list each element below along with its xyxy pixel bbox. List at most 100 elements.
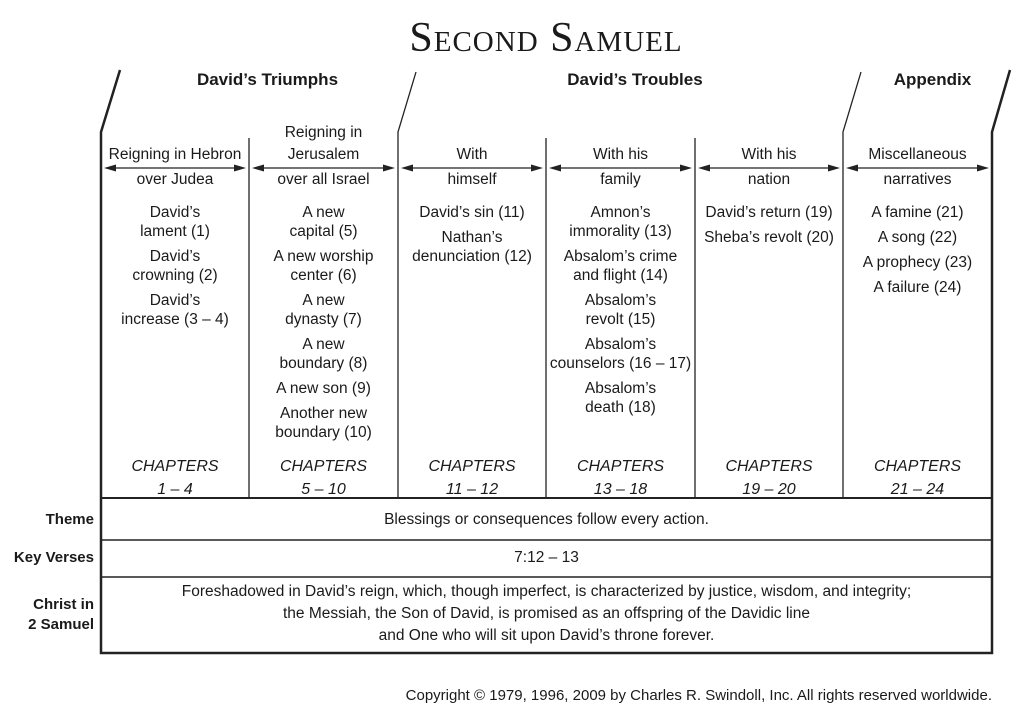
arrowhead-icon [401, 164, 413, 172]
arrowhead-icon [549, 164, 561, 172]
column-subheader: family [546, 169, 695, 191]
list-item-line: David’s [149, 292, 201, 309]
header-line: nation [747, 171, 791, 188]
header-line: Reigning in [284, 124, 363, 141]
christ-text-line: Foreshadowed in David’s reign, which, th… [181, 583, 912, 600]
list-item: A song (22) [843, 228, 992, 247]
chapters-label: CHAPTERS [873, 458, 962, 475]
list-item-line: Nathan’s [441, 229, 503, 246]
list-item-line: boundary (8) [279, 355, 368, 372]
list-item-line: David’s sin (11) [419, 204, 525, 221]
christ-text: Foreshadowed in David’s reign, which, th… [101, 581, 992, 647]
list-item-line: Sheba’s revolt (20) [704, 229, 834, 246]
list-item: A failure (24) [843, 278, 992, 297]
christ-label-line: Christ in [33, 596, 94, 613]
chapters-label: CHAPTERS [279, 458, 368, 475]
list-item-line: David’s [149, 248, 201, 265]
christ-text-line: the Messiah, the Son of David, is promis… [283, 605, 810, 622]
list-item-line: denunciation (12) [412, 248, 532, 265]
copyright: Copyright © 1979, 1996, 2009 by Charles … [405, 687, 992, 704]
arrowhead-icon [680, 164, 692, 172]
arrowhead-icon [698, 164, 710, 172]
christ-label: Christ in 2 Samuel [28, 595, 94, 635]
list-item-line: A song (22) [877, 229, 958, 246]
list-item: Nathan’s denunciation (12) [398, 228, 546, 266]
key-verses-text: 7:12 – 13 [514, 549, 579, 566]
list-item-line: revolt (15) [585, 311, 656, 328]
list-item-line: Another new [279, 405, 368, 422]
chapters-range: 11 – 12 [445, 481, 499, 498]
key-verses-label: Key Verses [13, 549, 94, 566]
outer-border [99, 69, 1012, 655]
event-list: David’s return (19) Sheba’s revolt (20) [695, 203, 843, 253]
header-line: narratives [883, 171, 952, 188]
arrowhead-icon [846, 164, 858, 172]
list-item: David’s crowning (2) [101, 247, 249, 285]
list-item: A new boundary (8) [249, 335, 398, 373]
chapters-range: 19 – 20 [742, 481, 796, 498]
list-item-line: death (18) [585, 399, 656, 416]
list-item-line: counselors (16 – 17) [549, 355, 692, 372]
arrowhead-icon [104, 164, 116, 172]
chapters-range: 13 – 18 [593, 481, 648, 498]
page-title: Second Samuel [409, 15, 683, 61]
arrowhead-icon [234, 164, 246, 172]
event-list: A famine (21) A song (22) A prophecy (23) A… [843, 203, 992, 303]
section-divider [842, 71, 862, 498]
chapters: CHAPTERS 5 – 10 [249, 455, 398, 501]
theme-label: Theme [45, 511, 94, 528]
section-davids-triumphs: David’s Triumphs [196, 70, 339, 89]
list-item-line: A new worship [273, 248, 374, 265]
list-item-line: immorality (13) [569, 223, 672, 240]
christ-label-line: 2 Samuel [28, 616, 94, 633]
header-line: himself [447, 171, 497, 188]
section-appendix: Appendix [893, 70, 972, 89]
column-header: With [398, 118, 546, 166]
list-item: A new capital (5) [249, 203, 398, 241]
list-item-line: A prophecy (23) [862, 254, 973, 271]
theme-text: Blessings or consequences follow every a… [384, 511, 709, 528]
header-line: With [456, 146, 488, 163]
column-subheader: himself [398, 169, 546, 191]
event-list: David’s sin (11) Nathan’s denunciation (12… [398, 203, 546, 272]
list-item-line: A new son (9) [276, 380, 371, 397]
header-line: over Judea [136, 171, 214, 188]
list-item: David’s return (19) [695, 203, 843, 222]
list-item-line: capital (5) [289, 223, 358, 240]
list-item: Absalom’s counselors (16 – 17) [546, 335, 695, 373]
list-item-line: A new [302, 336, 345, 353]
chapters: CHAPTERS 19 – 20 [695, 455, 843, 501]
list-item-line: David’s return (19) [705, 204, 833, 221]
column-subheader: narratives [843, 169, 992, 191]
header-line: Miscellaneous [868, 146, 967, 163]
list-item-line: lament (1) [140, 223, 210, 240]
chapters-label: CHAPTERS [131, 458, 219, 475]
arrowhead-icon [828, 164, 840, 172]
chapters-label: CHAPTERS [725, 458, 813, 475]
list-item-line: and flight (14) [573, 267, 668, 284]
list-item: David’s sin (11) [398, 203, 546, 222]
list-item: A famine (21) [843, 203, 992, 222]
header-line: With his [741, 146, 797, 163]
list-item-line: A new [302, 204, 345, 221]
chapters-range: 5 – 10 [301, 481, 346, 498]
list-item-line: Absalom’s [584, 336, 657, 353]
list-item-line: A failure (24) [873, 279, 962, 296]
list-item-line: boundary (10) [275, 424, 372, 441]
header-line: With his [592, 146, 649, 163]
column-subheader: nation [695, 169, 843, 191]
header-line: family [600, 171, 641, 188]
list-item-line: crowning (2) [132, 267, 218, 284]
